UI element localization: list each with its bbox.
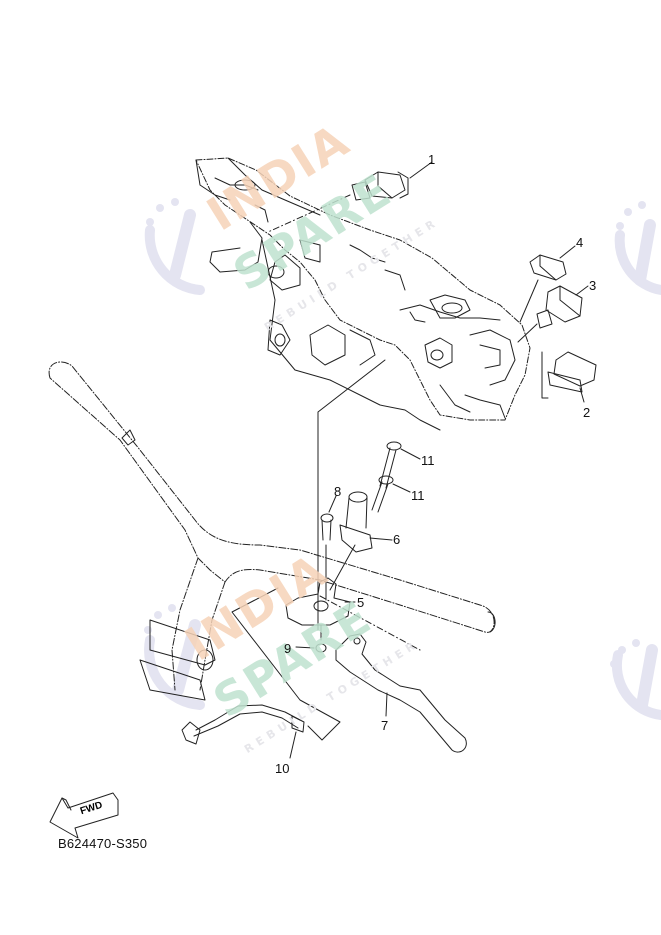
part-6-holder [329,491,393,591]
leader-line-cowl [317,359,386,631]
handlebar [48,361,496,701]
part-2-switch [541,351,597,403]
callout-8: 8 [334,484,342,499]
part-8-pin [320,495,337,601]
part-4-switch [519,245,576,323]
callout-1: 1 [428,152,436,167]
callout-3: 3 [589,278,597,293]
callout-4: 4 [576,235,584,250]
diagram-code: B624470-S350 [58,836,148,851]
callout-11b: 11 [411,488,425,503]
part-9-nut [295,643,327,653]
callout-7: 7 [381,718,389,733]
callout-10: 10 [275,761,290,776]
callout-6: 6 [393,532,401,547]
part-5-lever-bracket [285,577,356,641]
part-11-bolts [371,441,421,513]
part-7-clutch-lever [319,595,467,753]
callout-2: 2 [583,405,591,420]
part-1-switch [267,161,433,233]
callout-5: 5 [357,595,365,610]
callout-9: 9 [284,641,292,656]
fwd-arrow-icon [49,792,119,839]
part-10-clutch-switch [181,587,341,759]
callout-11a: 11 [421,453,435,468]
part-3-switch [517,285,589,343]
cowl-stay-assembly [195,157,531,431]
